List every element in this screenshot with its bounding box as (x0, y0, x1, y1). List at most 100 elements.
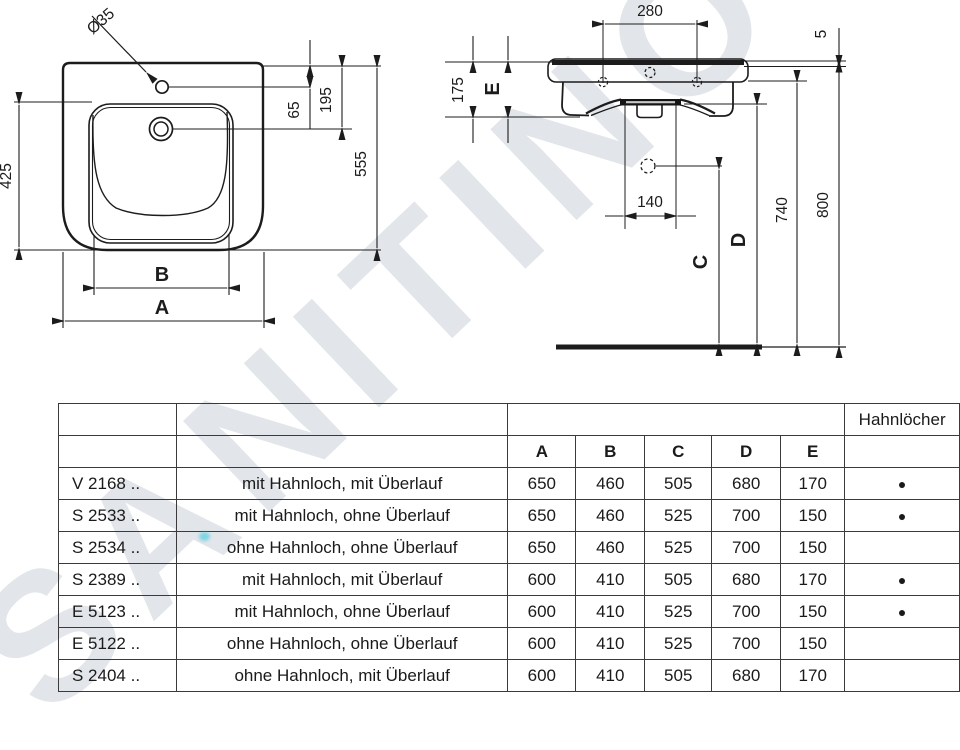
header-empty-cell (844, 435, 960, 468)
table-row: S 2389 .. mit Hahnloch, mit Überlauf 600… (58, 563, 960, 596)
table-header-row-2: A B C D E (58, 435, 960, 468)
dim-C-cell: 505 (644, 659, 713, 692)
dim-D-cell: 700 (711, 499, 782, 532)
table-row: S 2533 .. mit Hahnloch, ohne Überlauf 65… (58, 499, 960, 532)
dim-D-cell: 680 (711, 659, 782, 692)
scan-artifact-dot (199, 532, 210, 541)
model-code-cell: E 5122 .. (58, 627, 177, 660)
header-empty-cell (175, 435, 509, 468)
dim-280-label: 280 (637, 3, 663, 20)
variant-description-cell: mit Hahnloch, mit Überlauf (175, 467, 509, 500)
variant-description-cell: mit Hahnloch, ohne Überlauf (175, 595, 509, 628)
dim-B: B (83, 235, 240, 295)
tap-hole-indicator-cell: ● (844, 563, 960, 596)
dim-5: 5 (813, 28, 843, 73)
dim-B-cell: 460 (575, 467, 646, 500)
header-col-D: D (711, 435, 782, 468)
dim-B-cell: 460 (575, 531, 646, 564)
dim-E-cell: 170 (780, 467, 846, 500)
header-desc-empty (175, 403, 509, 436)
dim-diameter-label: Ø35 (84, 5, 118, 38)
basin-body-side (547, 58, 749, 83)
dim-800-label: 800 (815, 192, 832, 218)
dim-E-cell: 150 (780, 627, 846, 660)
dim-B-cell: 410 (575, 627, 646, 660)
basin-rim-outer (88, 103, 234, 244)
header-col-A: A (507, 435, 577, 468)
dim-175: 175 (450, 36, 477, 143)
dim-A-cell: 650 (507, 531, 577, 564)
dim-D-cell: 700 (711, 531, 782, 564)
dim-D-label: D (728, 233, 750, 247)
dim-425: 425 (0, 92, 23, 260)
header-col-C: C (644, 435, 713, 468)
dim-A-cell: 650 (507, 499, 577, 532)
dim-D-cell: 700 (711, 595, 782, 628)
tap-hole-indicator-cell (844, 659, 960, 692)
header-model-empty (58, 403, 177, 436)
variant-description-cell: ohne Hahnloch, mit Überlauf (175, 659, 509, 692)
dim-C: C (690, 157, 723, 356)
overflow-hole-outer (148, 116, 174, 142)
overflow-hole-inner (153, 121, 169, 137)
table-row: E 5122 .. ohne Hahnloch, ohne Überlauf 6… (58, 627, 960, 660)
dim-740: 740 (748, 70, 807, 356)
header-hahnloecher: Hahnlöcher (844, 403, 960, 436)
table-row: S 2404 .. ohne Hahnloch, mit Überlauf 60… (58, 659, 960, 692)
dim-65-label: 65 (286, 101, 303, 118)
dim-D: D (684, 93, 767, 356)
fixing-hole-left (597, 76, 609, 88)
dim-C-cell: 505 (644, 563, 713, 596)
table-body: V 2168 .. mit Hahnloch, mit Überlauf 650… (58, 467, 960, 692)
model-code-cell: S 2389 .. (58, 563, 177, 596)
dim-C-cell: 525 (644, 499, 713, 532)
wing-left-bottom (590, 103, 624, 117)
dim-B-label: B (155, 264, 169, 286)
drain-body (636, 105, 663, 119)
faucet-hole (154, 79, 170, 95)
dim-D-cell: 680 (711, 467, 782, 500)
dim-195: 195 (318, 55, 346, 140)
variant-description-cell: ohne Hahnloch, ohne Überlauf (175, 531, 509, 564)
tap-hole-indicator-cell (844, 531, 960, 564)
variant-description-cell: mit Hahnloch, mit Überlauf (175, 563, 509, 596)
dim-E-cell: 150 (780, 531, 846, 564)
wing-left-top (585, 98, 622, 115)
dim-E-cell: 170 (780, 563, 846, 596)
tap-hole-indicator-cell: ● (844, 499, 960, 532)
spec-table: Hahnlöcher A B C D E V 2168 .. mit Hahnl… (58, 403, 960, 692)
drain-outlet-hole (640, 158, 656, 174)
dim-E-label: E (482, 82, 504, 95)
dim-C-label: C (690, 255, 712, 269)
dim-C-cell: 525 (644, 531, 713, 564)
overflow-hole-side (644, 66, 656, 79)
header-col-B: B (575, 435, 646, 468)
table-header-row-1: Hahnlöcher (58, 403, 960, 436)
dim-D-cell: 680 (711, 563, 782, 596)
header-col-E: E (780, 435, 846, 468)
dim-555: 555 (353, 55, 381, 261)
dim-C-cell: 525 (644, 627, 713, 660)
dim-B-cell: 460 (575, 499, 646, 532)
dim-E-cell: 150 (780, 499, 846, 532)
dim-425-label: 425 (0, 163, 15, 189)
dim-E-cell: 170 (780, 659, 846, 692)
dim-E-cell: 150 (780, 595, 846, 628)
header-empty-cell (58, 435, 177, 468)
dim-5-label: 5 (813, 30, 830, 39)
wing-right-top (679, 98, 716, 115)
bowl-curve (92, 111, 229, 217)
model-code-cell: V 2168 .. (58, 467, 177, 500)
dim-65: 65 (286, 40, 314, 129)
dim-175-label: 175 (450, 77, 467, 103)
tap-hole-indicator-cell: ● (844, 467, 960, 500)
dim-A-label: A (155, 297, 169, 319)
dim-B-cell: 410 (575, 595, 646, 628)
table-row: S 2534 .. ohne Hahnloch, ohne Überlauf 6… (58, 531, 960, 564)
tap-hole-indicator-cell: ● (844, 595, 960, 628)
technical-drawing: 425 555 65 195 Ø35 B (0, 3, 846, 358)
variant-description-cell: mit Hahnloch, ohne Überlauf (175, 499, 509, 532)
wing-right-bottom (677, 103, 710, 117)
dim-A-cell: 600 (507, 563, 577, 596)
